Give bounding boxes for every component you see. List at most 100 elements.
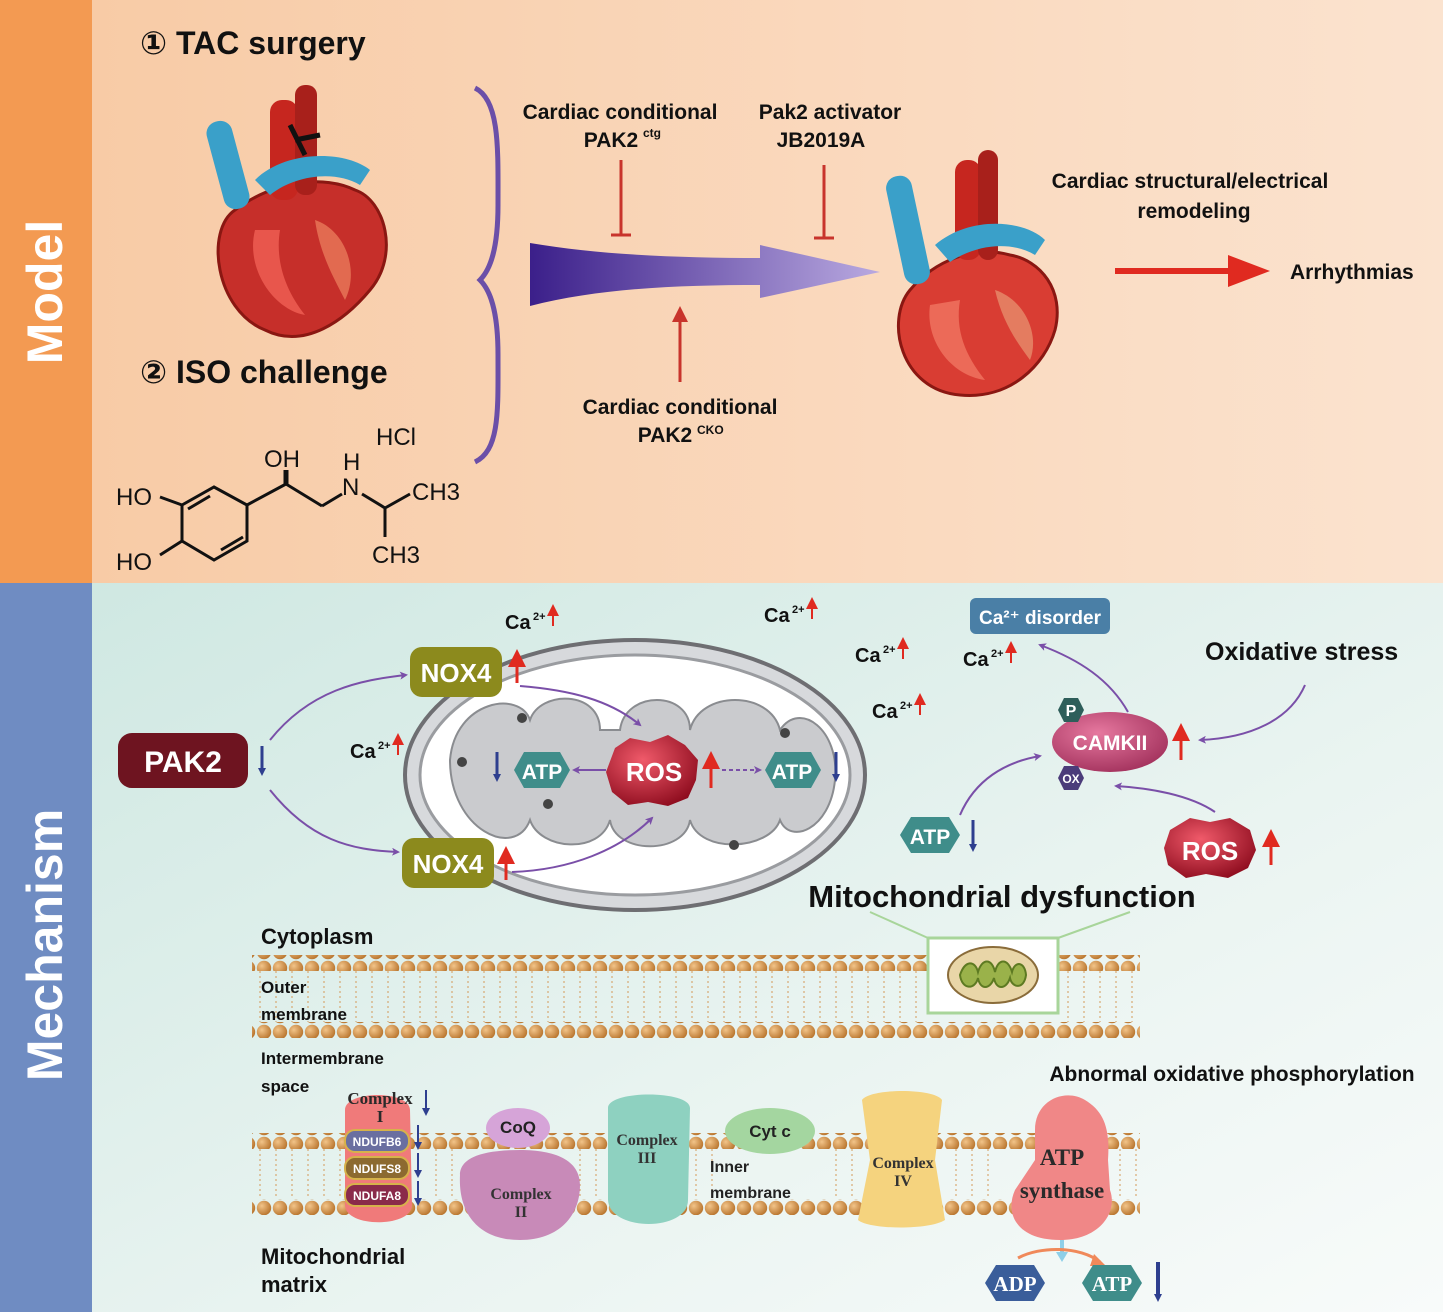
ca-label-5: Ca 2+ — [872, 693, 926, 723]
adp-node — [985, 1265, 1045, 1301]
inner-membrane-label-2: membrane — [710, 1185, 791, 1202]
ndufa8-node — [344, 1183, 410, 1207]
label-hcl: HCl — [376, 424, 416, 451]
svg-text:2+: 2+ — [991, 648, 1004, 660]
ox-hexagon — [1058, 766, 1084, 790]
label-ch3-bottom: CH3 — [372, 542, 420, 569]
progression-arrow — [530, 243, 880, 306]
svg-text:Ca: Ca — [963, 649, 989, 671]
p-hexagon — [1058, 698, 1084, 722]
activator-label-line2: JB2019A — [777, 129, 866, 152]
svg-text:Ca: Ca — [872, 701, 898, 723]
abnormal-oxphos-label: Abnormal oxidative phosphorylation — [1049, 1063, 1414, 1086]
ctg-label-line1: Cardiac conditional — [523, 101, 718, 124]
ctg-label-sup: ctg — [643, 126, 661, 140]
arrow-pak2-nox4-bottom — [269, 789, 400, 856]
atp-out-label: ATP — [1092, 1272, 1133, 1296]
ndufa8-label: NDUFA8 — [353, 1189, 401, 1203]
complex-iii-label-2: III — [638, 1150, 657, 1167]
outer-membrane-label-1: Outer — [261, 978, 307, 997]
atp-synthase-node — [1011, 1095, 1112, 1240]
ca-label-1: Ca 2+ — [505, 604, 559, 634]
complex-iv-label-1: Complex — [872, 1155, 933, 1172]
atp-synthase-label-1: ATP — [1040, 1145, 1084, 1170]
ndufb6-label: NDUFB6 — [353, 1135, 402, 1149]
atp-cyto-node — [900, 817, 960, 853]
label-ch3-top: CH3 — [412, 479, 460, 506]
remodel-label-line1: Cardiac structural/electrical — [1052, 170, 1329, 193]
outer-membrane — [252, 955, 1140, 1038]
step-iso-challenge: ② ISO challenge — [140, 354, 388, 390]
arrow-pak2-nox4-top — [269, 671, 408, 741]
ndufs8-node — [344, 1156, 410, 1180]
atp-left-node — [514, 752, 570, 788]
cytc-node — [725, 1108, 815, 1154]
arrow-nox4-ros-bottom — [511, 816, 654, 873]
mitochondrion-inset-icon — [947, 946, 1039, 1004]
complex-i-label-1: Complex — [347, 1089, 413, 1108]
label-h: H — [343, 449, 360, 476]
nox4-bottom-node — [402, 838, 494, 888]
ca-label-2: Ca 2+ — [764, 597, 818, 627]
ca-label-4: Ca 2+ — [963, 641, 1017, 671]
ca-label-6: Ca 2+ — [350, 733, 404, 763]
atp-synthase-outflow-head — [1056, 1252, 1068, 1262]
cytc-label: Cyt c — [749, 1122, 791, 1141]
ctg-label-line2: PAK2 — [584, 129, 638, 152]
svg-text:Ca: Ca — [855, 645, 881, 667]
svg-text:2+: 2+ — [792, 604, 805, 616]
svg-text:2+: 2+ — [883, 644, 896, 656]
svg-text:2+: 2+ — [533, 611, 546, 623]
pak2-node — [118, 733, 248, 788]
coq-node — [486, 1108, 550, 1148]
ox-label: OX — [1062, 772, 1079, 786]
complex-iv-label-2: IV — [894, 1173, 912, 1190]
atp-out-node — [1082, 1265, 1142, 1301]
activator-label-line1: Pak2 activator — [759, 101, 901, 124]
mechanism-band — [0, 583, 92, 1312]
ros-cyto-label: ROS — [1182, 836, 1238, 866]
cko-label-line2: PAK2 — [638, 424, 692, 447]
remodel-label-line2: remodeling — [1137, 200, 1250, 223]
ims-label-1: Intermembrane — [261, 1049, 384, 1068]
label-ho-bottom: HO — [116, 549, 152, 576]
svg-text:Ca: Ca — [350, 741, 376, 763]
heart-left-icon — [206, 85, 388, 338]
heart-right-icon — [886, 150, 1059, 397]
ca-label-3: Ca 2+ — [855, 637, 909, 667]
adp-label: ADP — [993, 1272, 1036, 1296]
complex-ii-label-1: Complex — [490, 1186, 551, 1203]
curly-brace — [473, 85, 501, 465]
zoom-callout-lines — [869, 911, 1131, 939]
arrow-camkii-ca-disorder — [1038, 643, 1129, 713]
ndufs8-label: NDUFS8 — [353, 1162, 401, 1176]
ca-disorder-box — [970, 598, 1110, 634]
ros-mito-label: ROS — [626, 757, 682, 787]
ros-cyto-node — [1164, 818, 1256, 878]
cko-label-sup: CKO — [697, 423, 724, 437]
complex-i-label-2: I — [377, 1107, 384, 1126]
section-label-mechanism: Mechanism — [17, 809, 73, 1081]
mito-dysfunction-label: Mitochondrial dysfunction — [808, 879, 1196, 914]
isoproterenol-structure — [159, 470, 411, 562]
adp-to-atp-arrowhead — [1090, 1254, 1106, 1266]
atp-synthase-label-2: synthase — [1020, 1178, 1104, 1203]
model-band — [0, 0, 92, 583]
complex-iv-node — [858, 1091, 945, 1228]
ca-disorder-label: Ca²⁺ disorder — [979, 608, 1102, 629]
label-ho-top: HO — [116, 484, 152, 511]
ndufb6-node — [344, 1129, 410, 1153]
cko-arrowhead — [672, 306, 688, 322]
arrow-ros-camkii — [1114, 782, 1216, 813]
p-label: P — [1066, 703, 1077, 720]
section-label-model: Model — [17, 220, 73, 364]
svg-text:2+: 2+ — [900, 700, 913, 712]
pak2-label: PAK2 — [144, 746, 222, 779]
arrow-nox4-ros-top — [519, 685, 642, 727]
atp-cyto-label: ATP — [910, 826, 950, 849]
cytoplasm-label: Cytoplasm — [261, 924, 373, 949]
atp-left-label: ATP — [522, 761, 562, 784]
ims-label-2: space — [261, 1077, 309, 1096]
nox4-top-node — [410, 647, 502, 697]
